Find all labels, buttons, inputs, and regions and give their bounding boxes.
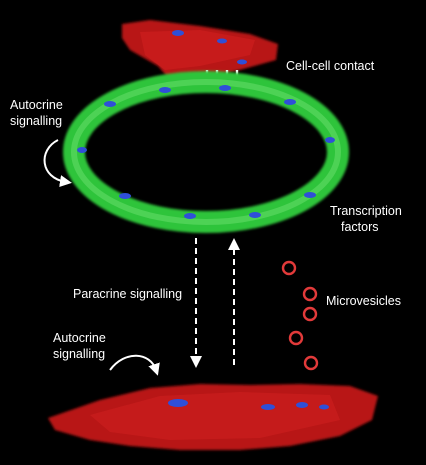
microvesicle [302, 286, 318, 302]
nucleus [249, 212, 261, 218]
nucleus [77, 147, 87, 153]
nucleus [304, 192, 316, 198]
nucleus [319, 404, 329, 410]
green-ring-cell [63, 71, 349, 233]
top-red-cell [122, 20, 278, 80]
label-transcription-1: Transcription [330, 204, 402, 218]
microvesicle [288, 330, 304, 346]
nucleus [237, 59, 247, 65]
nucleus [219, 85, 231, 91]
nucleus [159, 87, 171, 93]
microvesicle [281, 260, 297, 276]
nucleus [217, 38, 227, 44]
label-cell-contact: Cell-cell contact [286, 59, 375, 73]
bottom-red-cell [48, 384, 378, 450]
label-autocrine-bottom-1: Autocrine [53, 331, 106, 345]
nucleus [325, 137, 335, 143]
nucleus [168, 399, 188, 407]
label-microvesicles: Microvesicles [326, 294, 401, 308]
nucleus [284, 99, 296, 105]
label-paracrine: Paracrine signalling [73, 287, 182, 301]
autocrine-arrow-top [43, 139, 72, 188]
microvesicle [302, 306, 318, 322]
label-autocrine-top-1: Autocrine [10, 98, 63, 112]
nucleus [296, 402, 308, 408]
label-autocrine-bottom-2: signalling [53, 347, 105, 361]
nucleus [184, 213, 196, 219]
nucleus [104, 101, 116, 107]
nucleus [261, 404, 275, 410]
label-autocrine-top-2: signalling [10, 114, 62, 128]
autocrine-arrow-bottom [109, 354, 160, 376]
label-transcription-2: factors [341, 220, 379, 234]
microvesicle [303, 355, 319, 371]
nucleus [119, 193, 131, 199]
nucleus [172, 30, 184, 36]
microvesicles [281, 260, 319, 371]
